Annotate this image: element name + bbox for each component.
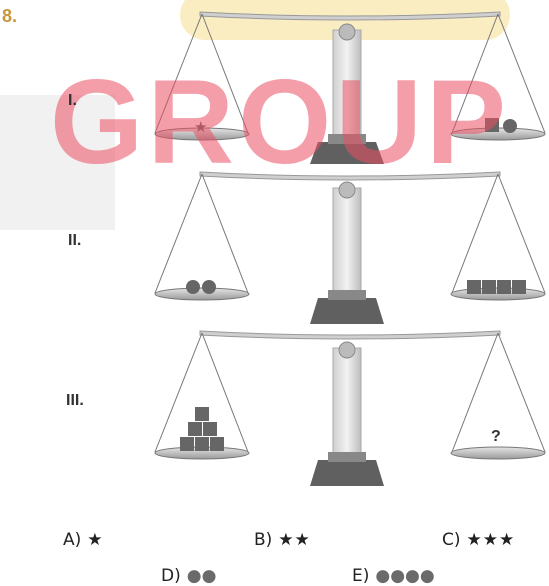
square-shape [485,118,499,132]
option-letter: B) [254,530,273,550]
square-shape [203,422,217,436]
scale-label-3: III. [66,392,84,409]
scale-3: ? [154,330,546,486]
scale-2 [154,171,546,324]
option-symbol: ★ [87,530,104,550]
square-shape [210,437,224,451]
left-pan [154,287,250,301]
square-shape [188,422,202,436]
option-c[interactable]: C)★★★ [442,530,515,550]
option-d[interactable]: D)●● [161,566,216,586]
square-shape [195,437,209,451]
option-letter: D) [161,566,181,586]
option-letter: C) [442,530,461,550]
circle-shape [503,119,517,133]
square-shape [180,437,194,451]
beam [199,330,501,340]
option-letter: A) [63,530,82,550]
option-letter: E) [352,566,370,586]
square-shape [467,280,481,294]
square-shape [482,280,496,294]
option-symbol: ●●●● [375,566,435,586]
left-pan [154,127,250,141]
star-shape: ★ [194,118,207,136]
right-pan [450,446,546,460]
question-number: 8. [2,6,18,26]
circle-shape [202,280,216,294]
scale-label-1: I. [68,92,77,109]
option-symbol: ★★ [278,530,311,550]
beam [199,171,501,181]
scale-base [310,298,384,324]
square-shape [497,280,511,294]
scale-1: ★ [154,11,546,164]
square-shape [512,280,526,294]
option-e[interactable]: E)●●●● [352,566,435,586]
option-symbol: ●● [186,566,217,586]
option-a[interactable]: A)★ [63,530,104,550]
option-symbol: ★★★ [466,530,516,550]
square-shape [195,407,209,421]
scale-base [310,142,384,164]
beam [199,11,501,21]
scale-label-2: II. [68,232,82,249]
watermark-box [0,95,115,230]
option-b[interactable]: B)★★ [254,530,311,550]
circle-shape [186,280,200,294]
unknown-mark: ? [491,428,501,445]
scale-base [310,460,384,486]
